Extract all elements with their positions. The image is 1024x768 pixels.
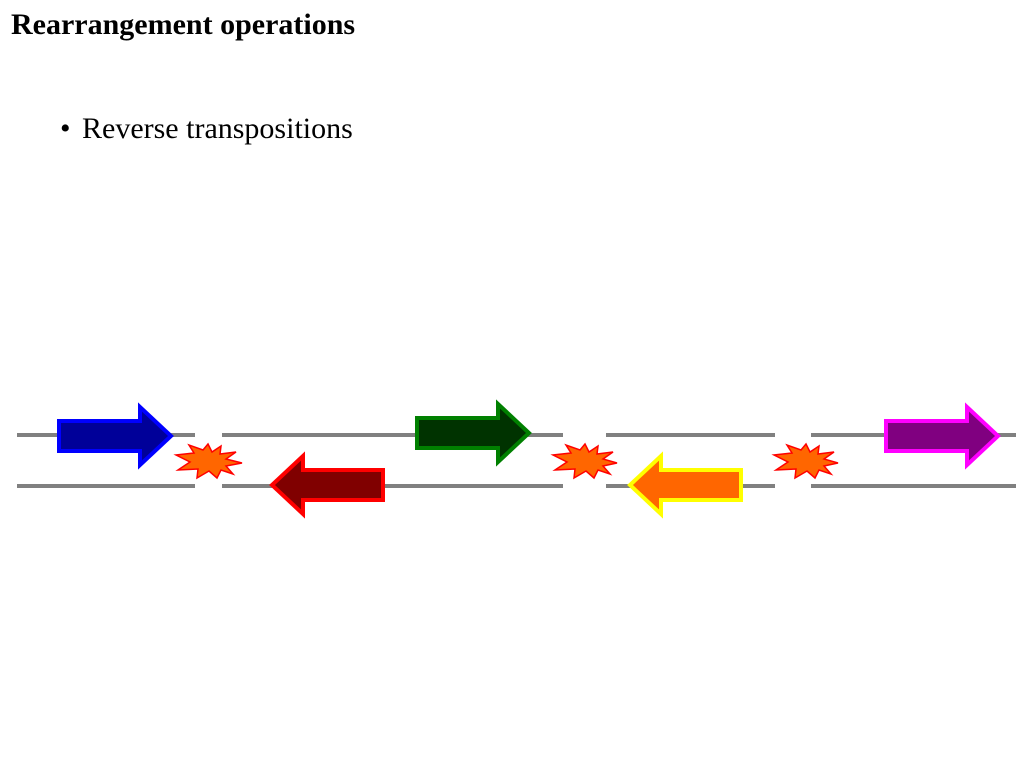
- purple-segment-arrow: [884, 402, 1001, 470]
- red-segment-arrow: [269, 451, 385, 519]
- bullet-item: • Reverse transpositions: [60, 110, 353, 148]
- slide-title: Rearrangement operations: [11, 8, 356, 41]
- breakpoint-burst: [550, 442, 618, 480]
- orange-segment-arrow: [627, 451, 743, 519]
- bullet-text: Reverse transpositions: [82, 112, 353, 145]
- blue-segment-arrow: [57, 402, 174, 470]
- breakpoint-burst: [771, 442, 839, 480]
- green-segment-arrow: [415, 399, 532, 467]
- breakpoint-burst: [173, 442, 243, 480]
- bullet-mark: •: [60, 112, 71, 145]
